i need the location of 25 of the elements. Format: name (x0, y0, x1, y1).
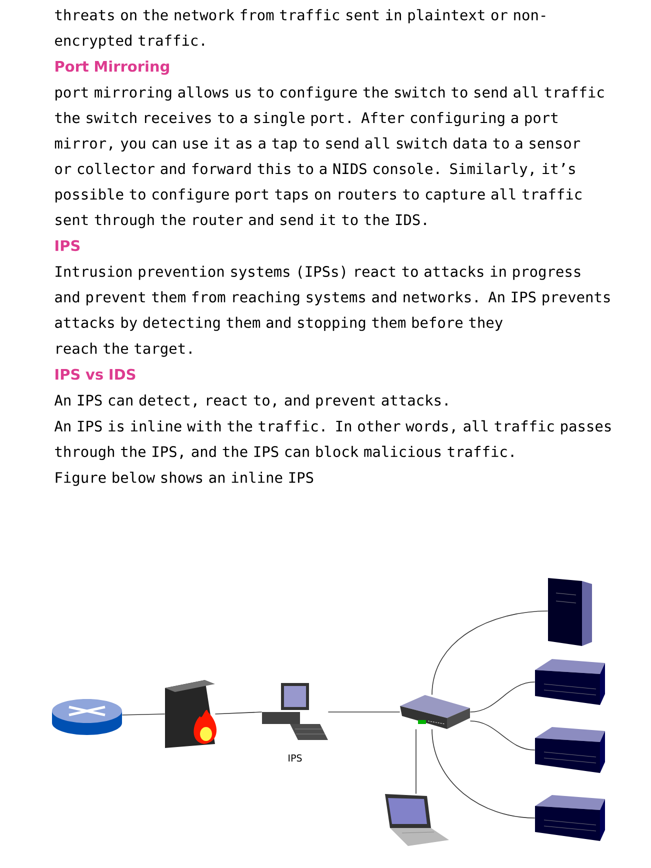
rack-server-drawing (535, 727, 605, 773)
paragraph: An IPS is inline with the traffic. In other words, all traffic passes through the IPS, and the IPS can block malicious traffic. (54, 420, 611, 460)
firewall-drawing (165, 680, 216, 748)
paragraph: An IPS can detect, react to, and prevent attacks. (54, 394, 448, 409)
laptop-drawing (385, 794, 449, 846)
cable-line (432, 728, 536, 818)
section-heading: IPS (56, 240, 80, 252)
cable-line (122, 714, 166, 716)
cable-line (214, 712, 262, 714)
paragraph: reach the target. (56, 342, 192, 357)
rack-server-drawing (535, 659, 605, 705)
tower-server-drawing (548, 578, 592, 646)
rack-server-drawing (535, 795, 605, 841)
section-heading: IPS vs IDS (56, 368, 136, 380)
paragraph: port mirroring allows us to configure the switch to send all traffic the switch receives to a single port. After configuring a port mirror, you can use it as a tap to send all switch data to a sensor or collector and forward this to a NIDS console. Similarly, it’s possible to configure port taps on routers to capture all traffic sent through the router and send it to the IDS. (54, 86, 604, 228)
paragraph: Figure below shows an inline IPS (56, 472, 314, 486)
section-heading: Port Mirroring (56, 60, 169, 75)
cable-line (432, 610, 548, 696)
cable-line (470, 682, 536, 712)
device-label: IPS (288, 754, 302, 762)
cable-line (470, 720, 536, 750)
paragraph: threats on the network from traffic sent in plaintext or non-encrypted traffic. (55, 9, 546, 49)
network-switch-drawing (400, 695, 470, 729)
router-drawing (52, 699, 122, 735)
computer-drawing (262, 683, 328, 740)
